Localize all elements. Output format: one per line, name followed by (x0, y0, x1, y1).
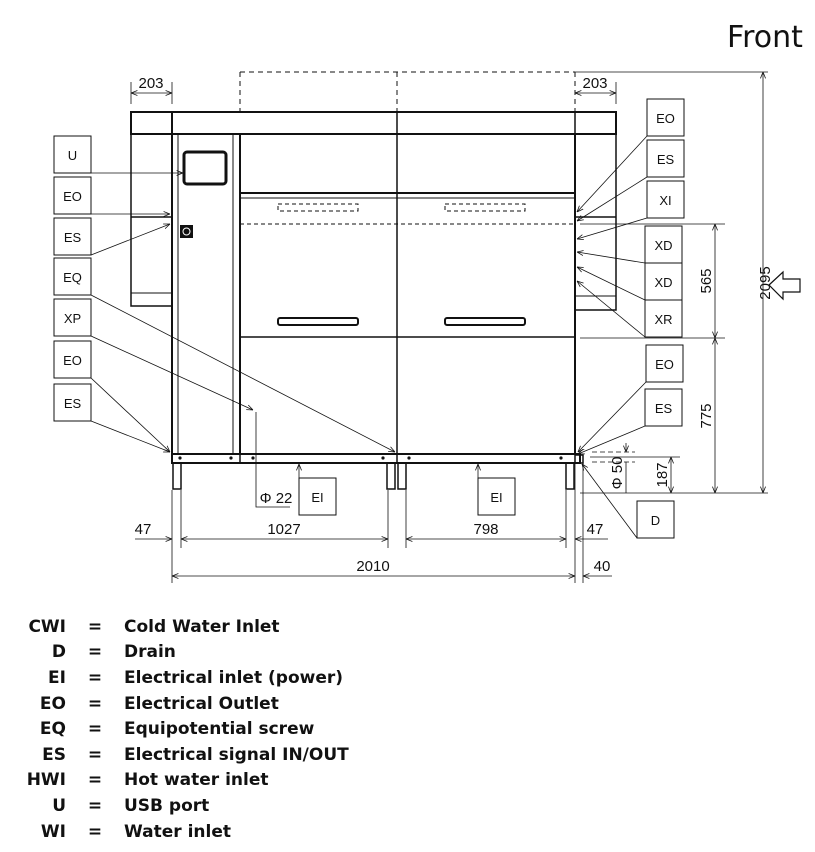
legend-separator: = (87, 616, 103, 637)
legend-separator: = (87, 770, 103, 791)
legend-separator: = (87, 719, 103, 740)
legend-desc: Water inlet (124, 821, 231, 842)
callout-eo: EO (63, 189, 82, 204)
legend-code: U (52, 795, 66, 816)
legend-separator: = (87, 795, 103, 816)
dim-drain-height: 187 (654, 462, 671, 487)
dim-total-width: 2010 (356, 558, 389, 575)
legend-desc: Cold Water Inlet (124, 616, 280, 637)
left-arrow-icon (768, 270, 801, 301)
legend-row: CWI = Cold Water Inlet (0, 614, 420, 640)
legend-code: EQ (39, 719, 66, 740)
callout-xp: XP (64, 311, 81, 326)
legend-separator: = (87, 821, 103, 842)
legend-row: D = Drain (0, 640, 420, 666)
control-screen (182, 150, 228, 186)
callout-xd: XD (654, 238, 672, 253)
legend-desc: Electrical Outlet (124, 693, 279, 714)
callout-xi: XI (659, 193, 671, 208)
callouts-right-upper (644, 98, 685, 338)
legend-separator: = (87, 693, 103, 714)
dim-left-offset: 47 (135, 521, 152, 538)
control-button (180, 225, 193, 238)
machine-body (130, 111, 617, 490)
callout-leaders-left (90, 173, 395, 452)
dim-height-lower: 775 (698, 403, 715, 428)
callout-xr: XR (654, 312, 672, 327)
legend-desc: Hot water inlet (124, 770, 269, 791)
legend-code: D (51, 642, 66, 663)
dim-top-left-width: 203 (138, 75, 163, 92)
callout-leaders-right-lower (578, 381, 647, 539)
legend-code: CWI (28, 616, 66, 637)
legend-row: EO = Electrical Outlet (0, 691, 420, 717)
legend-separator: = (87, 667, 103, 688)
dim-height-total: 2095 (757, 266, 774, 299)
dim-drain-diameter: Φ 50 (609, 457, 626, 490)
callouts-left (53, 135, 92, 422)
front-view-drawing: U EO ES EQ XP EO ES EO ES XI XD XD XR (53, 71, 801, 583)
callouts-right-lower (636, 344, 684, 539)
view-title: Front (727, 20, 803, 55)
callout-es: ES (655, 401, 673, 416)
legend-separator: = (87, 744, 103, 765)
legend-row: WI = Water inlet (0, 819, 420, 845)
dim-span-right: 798 (473, 521, 498, 538)
legend-row: U = USB port (0, 793, 420, 819)
legend-row: EI = Electrical inlet (power) (0, 665, 420, 691)
callout-es: ES (657, 152, 675, 167)
legend-row: HWI = Hot water inlet (0, 768, 420, 794)
dimension-lines (130, 71, 768, 583)
dim-top-right-width: 203 (582, 75, 607, 92)
callout-es: ES (64, 230, 82, 245)
callout-eo: EO (656, 111, 675, 126)
callout-u: U (68, 148, 77, 163)
dim-height-upper: 565 (698, 268, 715, 293)
dim-right-extra: 40 (594, 558, 611, 575)
legend-code: WI (40, 821, 66, 842)
callouts-bottom (298, 477, 516, 516)
legend-desc: Electrical signal IN/OUT (124, 744, 349, 765)
callout-eo: EO (63, 353, 82, 368)
legend-row: EQ = Equipotential screw (0, 716, 420, 742)
callout-xd: XD (654, 275, 672, 290)
legend-separator: = (87, 642, 103, 663)
callout-eq: EQ (63, 270, 82, 285)
legend-desc: Electrical inlet (power) (124, 667, 344, 688)
base-bolts (178, 456, 563, 460)
callout-eo: EO (655, 357, 674, 372)
legend-desc: Equipotential screw (124, 719, 315, 740)
legend-desc: USB port (124, 795, 210, 816)
legend-desc: Drain (124, 642, 176, 663)
legend-row: ES = Electrical signal IN/OUT (0, 742, 420, 768)
dim-right-offset: 47 (587, 521, 604, 538)
callout-ei: EI (311, 490, 323, 505)
callout-drain: D (651, 513, 660, 528)
callout-es: ES (64, 396, 82, 411)
dim-pipe-diameter: Φ 22 (260, 490, 293, 507)
callout-ei: EI (490, 490, 502, 505)
hood-outline-dashed (239, 71, 576, 112)
legend-code: ES (42, 744, 66, 765)
legend: CWI = Cold Water Inlet D = Drain EI = Electric… (0, 614, 420, 844)
legend-code: HWI (26, 770, 66, 791)
callout-leaders-right-upper (577, 135, 648, 338)
legend-code: EI (48, 667, 66, 688)
legend-code: EO (39, 693, 66, 714)
dim-span-left: 1027 (267, 521, 300, 538)
